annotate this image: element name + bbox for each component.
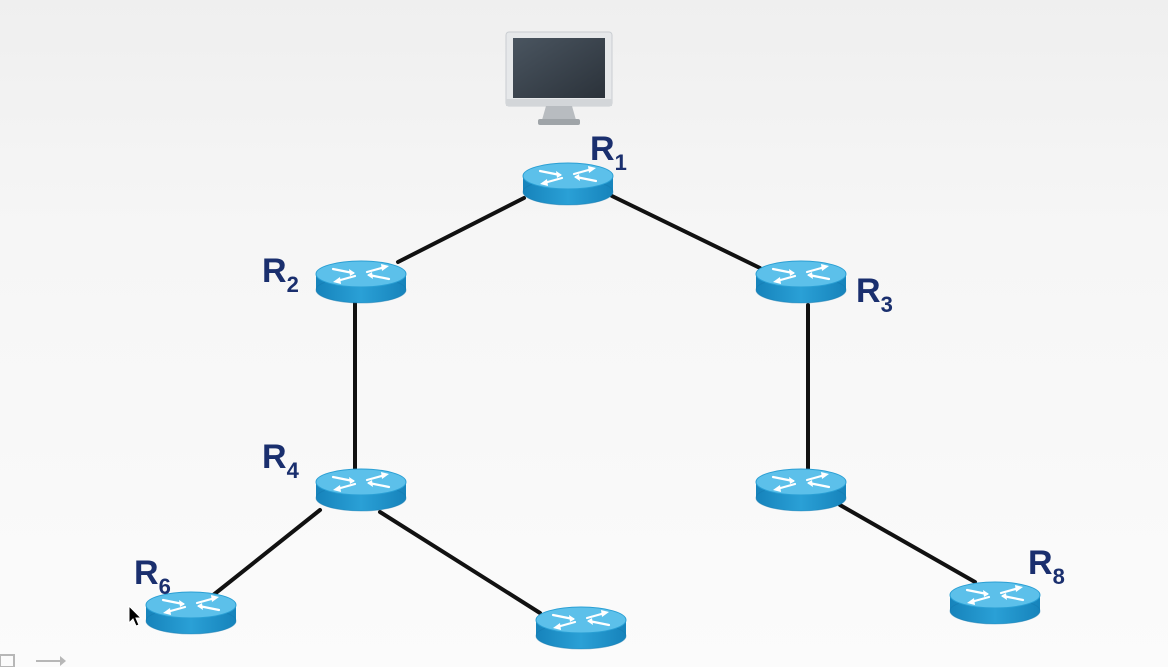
link-r4-r6 (210, 508, 322, 598)
router-icon (521, 161, 615, 207)
router-r4 (314, 467, 408, 513)
router-icon (948, 580, 1042, 626)
router-r1 (521, 161, 615, 207)
router-label-r6: R6 (134, 554, 171, 599)
router-label-r8: R8 (1028, 544, 1065, 589)
router-label-r2: R2 (262, 252, 299, 297)
router-label-r3: R3 (856, 272, 893, 317)
link-r5-r8 (838, 503, 977, 584)
router-icon (754, 467, 848, 513)
link-r4-r7 (378, 510, 542, 615)
router-r3 (754, 259, 848, 305)
router-r2 (314, 259, 408, 305)
link-r1-r2 (396, 196, 526, 264)
links-layer (210, 194, 977, 615)
router-icon (314, 467, 408, 513)
navigation-arrow-icon (0, 654, 66, 667)
link-r1-r3 (610, 194, 762, 270)
monitor-icon (505, 31, 613, 125)
router-r7 (534, 605, 628, 651)
router-r8 (948, 580, 1042, 626)
mouse-cursor-icon (128, 604, 143, 627)
router-label-r1: R1 (590, 130, 627, 175)
router-icon (754, 259, 848, 305)
router-icon (314, 259, 408, 305)
router-icon (534, 605, 628, 651)
router-r5 (754, 467, 848, 513)
router-label-r4: R4 (262, 438, 300, 483)
